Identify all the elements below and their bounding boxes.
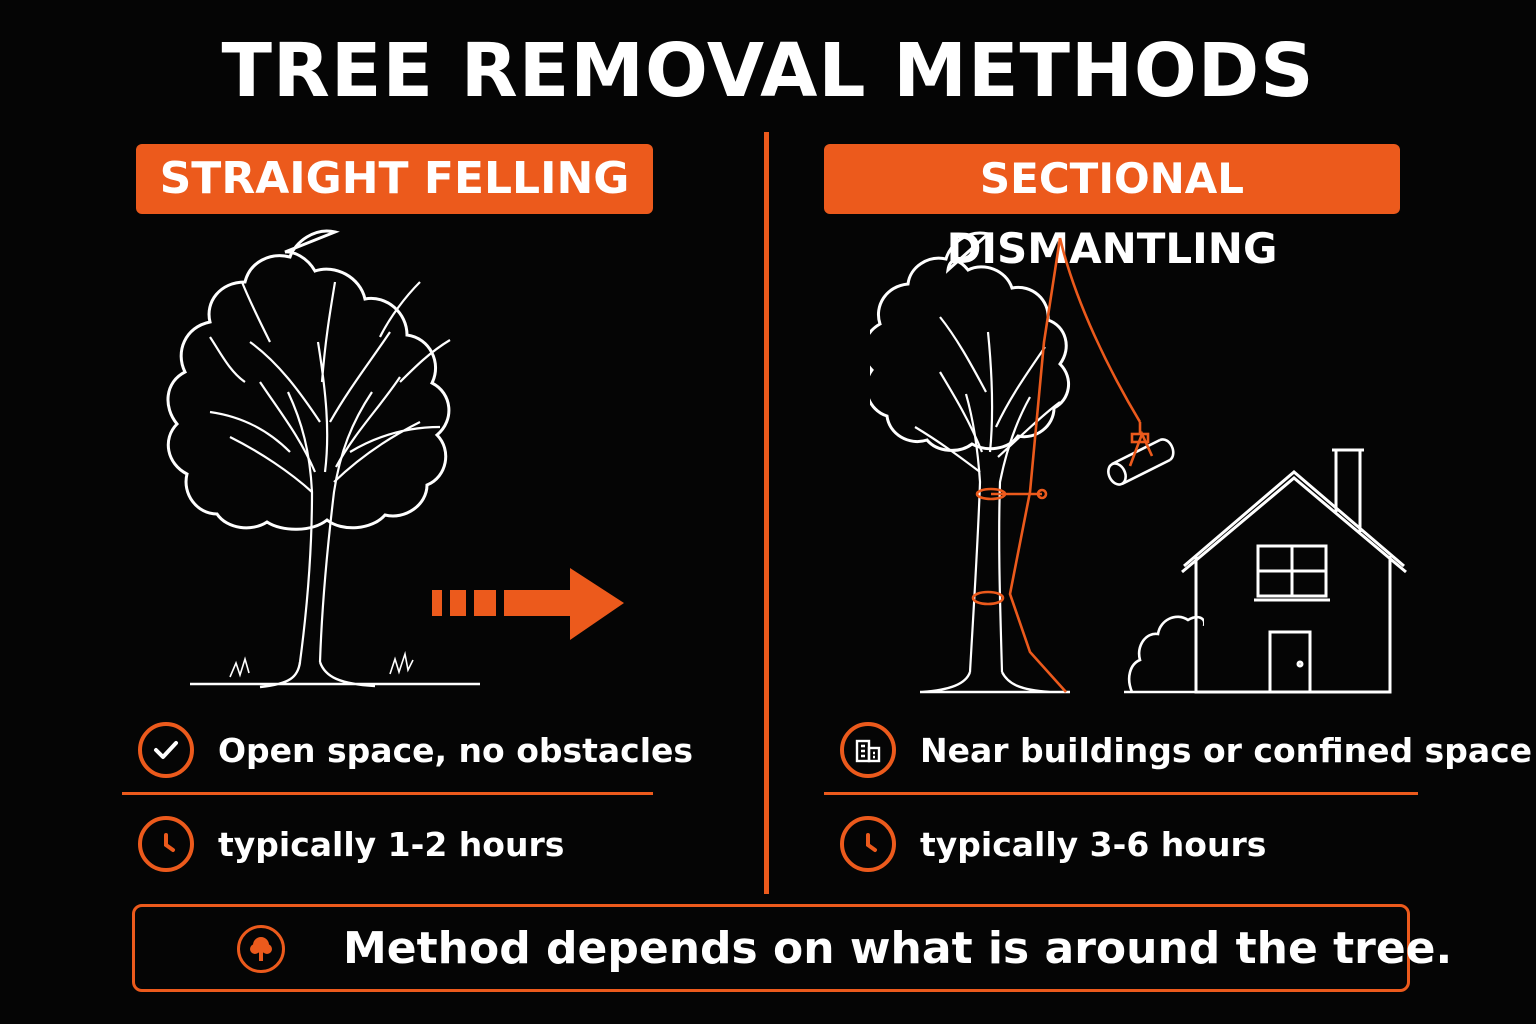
left-condition-row: Open space, no obstacles xyxy=(138,722,693,778)
tree-with-rigging-illustration xyxy=(870,231,1150,694)
check-icon xyxy=(138,722,194,778)
left-time-text: typically 1-2 hours xyxy=(218,824,565,864)
fall-direction-arrow xyxy=(432,568,624,640)
straight-felling-heading: STRAIGHT FELLING xyxy=(136,144,653,214)
building-icon xyxy=(840,722,896,778)
tree-illustration xyxy=(166,229,480,689)
column-divider xyxy=(764,132,769,894)
right-time-row: typically 3-6 hours xyxy=(840,816,1266,872)
right-separator xyxy=(824,792,1418,795)
page-title: TREE REMOVAL METHODS xyxy=(221,28,1315,114)
clock-icon xyxy=(840,816,896,872)
tree-icon xyxy=(237,925,285,973)
right-condition-text: Near buildings or confined space xyxy=(920,730,1533,770)
right-time-text: typically 3-6 hours xyxy=(920,824,1267,864)
footer-note: Method depends on what is around the tre… xyxy=(132,904,1452,992)
bush-illustration xyxy=(1124,615,1204,694)
left-condition-text: Open space, no obstacles xyxy=(218,730,694,770)
house-illustration xyxy=(1181,448,1407,694)
clock-icon xyxy=(138,816,194,872)
right-condition-row: Near buildings or confined space xyxy=(840,722,1532,778)
left-time-row: typically 1-2 hours xyxy=(138,816,564,872)
left-separator xyxy=(122,792,653,795)
lowered-log xyxy=(1107,430,1175,486)
footer-text: Method depends on what is around the tre… xyxy=(343,923,1453,974)
sectional-dismantling-heading: SECTIONAL DISMANTLING xyxy=(824,144,1400,273)
